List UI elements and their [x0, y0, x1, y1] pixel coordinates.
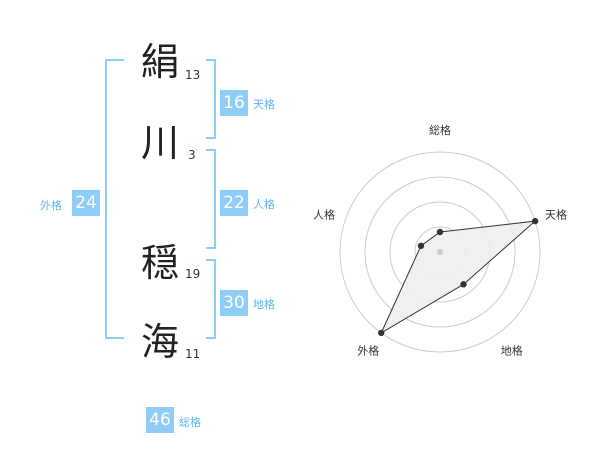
name-char-2: 川	[141, 121, 180, 165]
name-char-4: 海	[141, 320, 180, 364]
chikaku-bracket	[206, 259, 216, 339]
radar-point-5	[417, 242, 425, 250]
jinkaku-value: 22	[220, 190, 248, 216]
stroke-count-4: 11	[185, 347, 201, 361]
jinkaku-label: 人格	[253, 198, 275, 211]
radar-ring	[364, 176, 516, 328]
tenkaku-bracket	[206, 59, 216, 139]
soukaku-value: 46	[146, 407, 174, 433]
stroke-count-1: 13	[185, 68, 201, 82]
radar-point-4	[378, 329, 385, 337]
chikaku-value: 30	[220, 290, 248, 316]
gaikaku-value: 24	[72, 190, 100, 216]
stroke-count-2: 3	[188, 148, 196, 162]
radar-area	[380, 220, 537, 335]
radar-axis-label-5: 人格	[313, 207, 335, 221]
radar-axis-label-2: 天格	[545, 207, 567, 221]
stroke-count-3: 19	[185, 267, 201, 281]
radar-center	[437, 249, 443, 255]
gaikaku-label: 外格	[40, 199, 62, 212]
radar-ring	[339, 151, 541, 353]
radar-point-3	[460, 281, 467, 288]
radar-point-2	[531, 217, 539, 225]
name-char-3: 穏	[141, 241, 180, 285]
radar-axis-label-4: 外格	[357, 344, 379, 358]
name-char-1: 絹	[141, 40, 180, 84]
radar-axis-label-1: 総格	[429, 123, 451, 137]
radar-axis-label-3: 地格	[501, 344, 523, 358]
tenkaku-label: 天格	[253, 98, 275, 111]
soukaku-label: 総格	[179, 416, 201, 429]
gaikaku-bracket	[105, 59, 124, 339]
jinkaku-bracket	[206, 149, 216, 249]
chikaku-label: 地格	[253, 298, 275, 311]
tenkaku-value: 16	[220, 90, 248, 116]
radar-point-1	[436, 228, 444, 236]
